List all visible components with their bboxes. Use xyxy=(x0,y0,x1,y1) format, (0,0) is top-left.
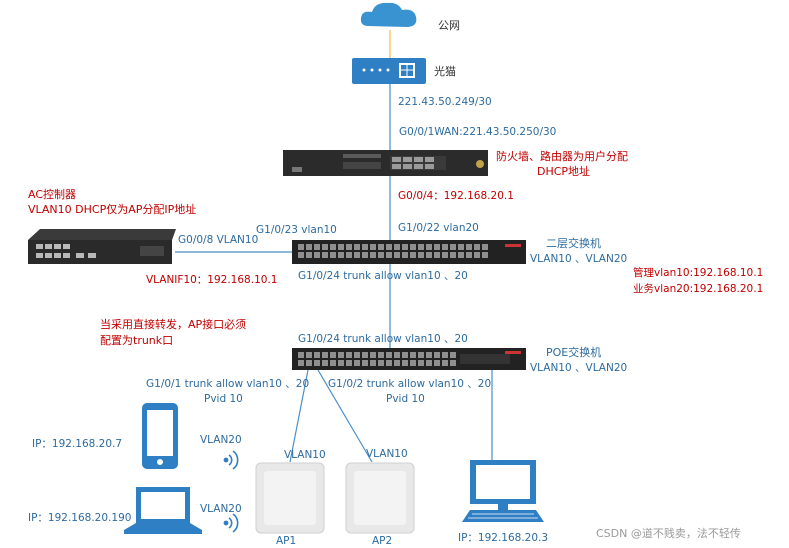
ap2-label: AP2 xyxy=(372,535,393,547)
phone-icon xyxy=(142,403,178,469)
watermark: CSDN @道不贱卖，法不轻传 xyxy=(596,527,741,540)
phone-vlan-label: VLAN20 xyxy=(200,434,242,446)
laptop-ip-label: IP：192.168.20.190 xyxy=(28,512,132,524)
cloud-icon xyxy=(360,2,417,27)
switch-downlink-label: G1/0/24 trunk allow vlan10 、20 xyxy=(298,270,468,282)
firewall-label-line2: DHCP地址 xyxy=(537,165,591,178)
poe-port1-label: G1/0/1 trunk allow vlan10 、20 xyxy=(146,378,310,390)
access-point-icon xyxy=(345,462,415,534)
poe-port1-pvid: Pvid 10 xyxy=(204,393,243,405)
wifi-icon xyxy=(223,513,239,533)
poe-port2-label: G1/0/2 trunk allow vlan10 、20 xyxy=(328,378,492,390)
ac-label-line1: AC控制器 xyxy=(28,188,77,201)
link-poe-ap2 xyxy=(317,369,373,463)
vlanif-label: VLANIF10：192.168.10.1 xyxy=(146,274,278,286)
ap2-vlan-label: VLAN10 xyxy=(366,448,408,460)
links xyxy=(175,30,493,463)
firewall-lan-label: G0/0/4：192.168.20.1 xyxy=(398,190,514,202)
modem-icon xyxy=(352,58,426,84)
ac-port-label: G0/0/8 VLAN10 xyxy=(178,234,259,246)
poe-switch-icon xyxy=(292,348,526,370)
poe-vlans-label: VLAN10 、VLAN20 xyxy=(530,362,628,374)
mgmt-vlan-note: 管理vlan10:192.168.10.1 xyxy=(633,267,764,279)
poe-port2-pvid: Pvid 10 xyxy=(386,393,425,405)
desktop-icon xyxy=(462,460,544,522)
ac-label-line2: VLAN10 DHCP仅为AP分配IP地址 xyxy=(28,203,197,216)
modem-ip-label: 221.43.50.249/30 xyxy=(398,96,492,108)
laptop-icon xyxy=(124,487,202,534)
poe-uplink-label: G1/0/24 trunk allow vlan10 、20 xyxy=(298,333,468,345)
trunk-note-line2: 配置为trunk口 xyxy=(100,334,174,347)
phone-ip-label: IP：192.168.20.7 xyxy=(32,438,123,450)
ac-controller-icon xyxy=(28,229,176,264)
ap1-vlan-label: VLAN10 xyxy=(284,449,326,461)
switch-vlans-label: VLAN10 、VLAN20 xyxy=(530,253,628,265)
pc-ip-label: IP：192.168.20.3 xyxy=(458,532,549,544)
trunk-note-line1: 当采用直接转发，AP接口必须 xyxy=(100,318,247,331)
ap1-label: AP1 xyxy=(276,535,297,547)
wifi-icon xyxy=(223,450,239,470)
laptop-vlan-label: VLAN20 xyxy=(200,503,242,515)
switch-ac-port-label: G1/0/23 vlan10 xyxy=(256,224,337,236)
internet-label: 公网 xyxy=(438,19,460,32)
poe-switch-label: POE交换机 xyxy=(546,346,602,359)
access-point-icon xyxy=(255,462,325,534)
firewall-router-icon xyxy=(283,150,488,176)
biz-vlan-note: 业务vlan20:192.168.20.1 xyxy=(633,283,764,295)
switch-icon xyxy=(292,240,526,264)
modem-label: 光猫 xyxy=(434,65,456,78)
firewall-label-line1: 防火墙、路由器为用户分配 xyxy=(496,150,628,163)
link-poe-ap1 xyxy=(289,369,309,463)
firewall-wan-label: G0/0/1WAN:221.43.50.250/30 xyxy=(399,126,557,138)
switch-uplink-label: G1/0/22 vlan20 xyxy=(398,222,479,234)
switch-label: 二层交换机 xyxy=(546,237,601,250)
